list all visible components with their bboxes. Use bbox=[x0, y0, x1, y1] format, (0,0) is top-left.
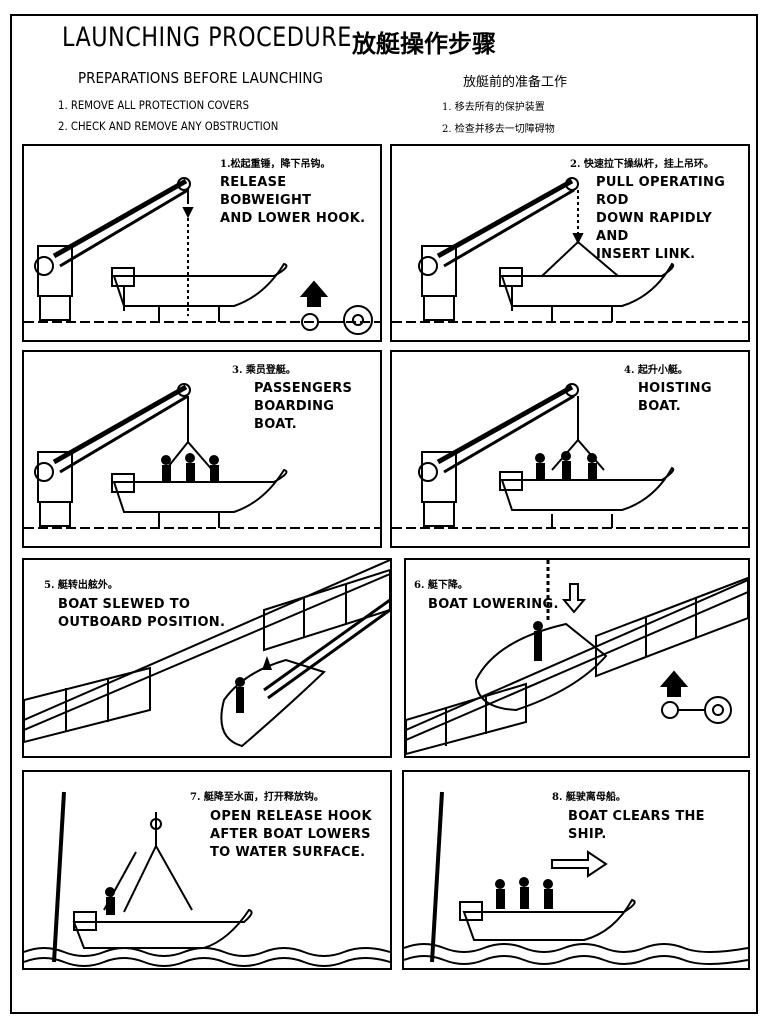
crew-figure bbox=[533, 621, 543, 661]
step-panel-4: 4. 起升小艇。 HOISTING BOAT. bbox=[390, 350, 750, 548]
passenger-figures bbox=[495, 877, 553, 909]
step-panel-8: 8. 艇驶离母船。 BOAT CLEARS THE SHIP. bbox=[402, 770, 750, 970]
boat-slewed-outboard-illustration bbox=[24, 560, 390, 748]
step-label: RELEASE BOBWEIGHT AND LOWER HOOK. bbox=[220, 175, 366, 226]
step-label-zh: 7. 艇降至水面，打开释放钩。 bbox=[190, 792, 324, 803]
step-label-zh: 6. 艇下降。 bbox=[414, 580, 468, 591]
step-label: BOAT SLEWED TO OUTBOARD POSITION. bbox=[58, 597, 226, 630]
boat-clears-ship-illustration bbox=[404, 791, 748, 965]
preparations-heading-zh: 放艇前的准备工作 bbox=[463, 75, 568, 90]
step-label-zh: 4. 起升小艇。 bbox=[624, 365, 688, 376]
arrow-up-icon bbox=[262, 656, 272, 670]
pull-rod-insert-link-illustration bbox=[392, 177, 748, 323]
operating-handle-icon bbox=[299, 280, 373, 335]
page-title: LAUNCHING PROCEDURE bbox=[62, 22, 352, 53]
step-panel-6: 6. 艇下降。 BOAT LOWERING. bbox=[404, 558, 750, 758]
step-label: PASSENGERS BOARDING BOAT. bbox=[254, 381, 353, 432]
crew-figure bbox=[235, 656, 272, 713]
preparation-item: 2. CHECK AND REMOVE ANY OBSTRUCTION bbox=[58, 119, 279, 133]
preparation-item-zh: 1. 移去所有的保护装置 bbox=[442, 102, 545, 113]
passengers-boarding-illustration bbox=[24, 383, 380, 529]
step-label-zh: 3. 乘员登艇。 bbox=[232, 365, 296, 376]
step-label: PULL OPERATING ROD DOWN RAPIDLY AND INSE… bbox=[596, 175, 726, 262]
step-label-zh: 8. 艇驶离母船。 bbox=[552, 792, 626, 803]
preparation-item-zh: 2. 检查并移去一切障碍物 bbox=[442, 124, 555, 135]
step-label: BOAT CLEARS THE SHIP. bbox=[568, 809, 705, 842]
boat-lowering-illustration bbox=[406, 560, 748, 756]
step-panel-7: 7. 艇降至水面，打开释放钩。 OPEN RELEASE HOOK AFTER … bbox=[22, 770, 392, 970]
release-hook-illustration bbox=[24, 791, 390, 967]
step-panel-1: 1.松起重锤，降下吊钩。 RELEASE BOBWEIGHT AND LOWER… bbox=[22, 144, 382, 342]
crew-figure bbox=[105, 887, 115, 915]
step-label-zh: 5. 艇转出舷外。 bbox=[44, 580, 118, 591]
step-label: HOISTING BOAT. bbox=[638, 381, 712, 414]
page-frame bbox=[10, 14, 758, 1014]
davit-hook-lowering-illustration bbox=[24, 177, 380, 335]
step-label: BOAT LOWERING. bbox=[428, 597, 559, 612]
step-panel-5: 5. 艇转出舷外。 BOAT SLEWED TO OUTBOARD POSITI… bbox=[22, 558, 392, 758]
step-label-zh: 2. 快速拉下操纵杆，挂上吊环。 bbox=[570, 159, 714, 170]
preparation-item: 1. REMOVE ALL PROTECTION COVERS bbox=[58, 98, 250, 112]
hoisting-boat-illustration bbox=[392, 383, 748, 529]
passenger-figures bbox=[535, 451, 597, 479]
arrow-right-icon bbox=[551, 850, 608, 878]
step-label-zh: 1.松起重锤，降下吊钩。 bbox=[220, 159, 331, 170]
preparations-heading: PREPARATIONS BEFORE LAUNCHING bbox=[78, 69, 323, 87]
step-panel-2: 2. 快速拉下操纵杆，挂上吊环。 PULL OPERATING ROD DOWN… bbox=[390, 144, 750, 342]
step-label: OPEN RELEASE HOOK AFTER BOAT LOWERS TO W… bbox=[210, 809, 372, 860]
operating-handle-icon bbox=[659, 670, 732, 724]
step-panel-3: 3. 乘员登艇。 PASSENGERS BOARDING BOAT. bbox=[22, 350, 382, 548]
arrow-down-icon bbox=[561, 583, 587, 614]
page-title-zh: 放艇操作步骤 bbox=[352, 29, 496, 58]
passenger-figures bbox=[161, 453, 219, 481]
